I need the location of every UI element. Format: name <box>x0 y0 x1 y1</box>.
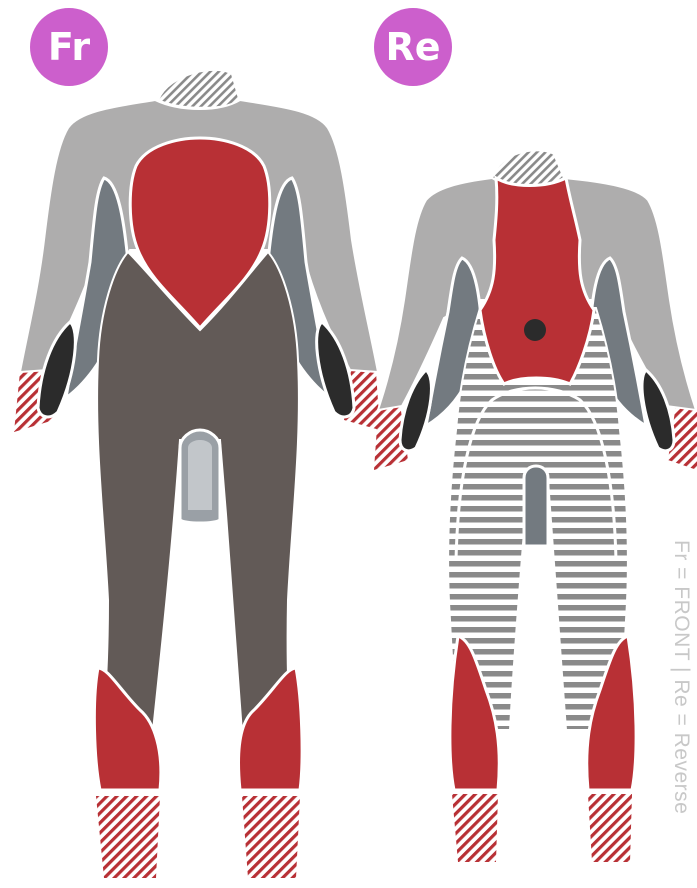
back-left-ankle <box>452 794 498 862</box>
back-crotch-panel <box>524 466 548 546</box>
front-left-ankle <box>96 796 160 878</box>
front-suit <box>14 70 380 878</box>
legend-label: Fr = FRONT | Re = Reverse <box>669 540 693 814</box>
back-right-ankle <box>588 794 632 862</box>
back-badge: Re <box>374 8 452 86</box>
front-right-ankle <box>242 796 300 878</box>
front-crotch-inner <box>188 440 212 510</box>
back-zip-dot <box>524 319 546 341</box>
front-collar <box>158 70 240 108</box>
back-suit <box>374 150 697 862</box>
front-badge: Fr <box>30 8 108 86</box>
